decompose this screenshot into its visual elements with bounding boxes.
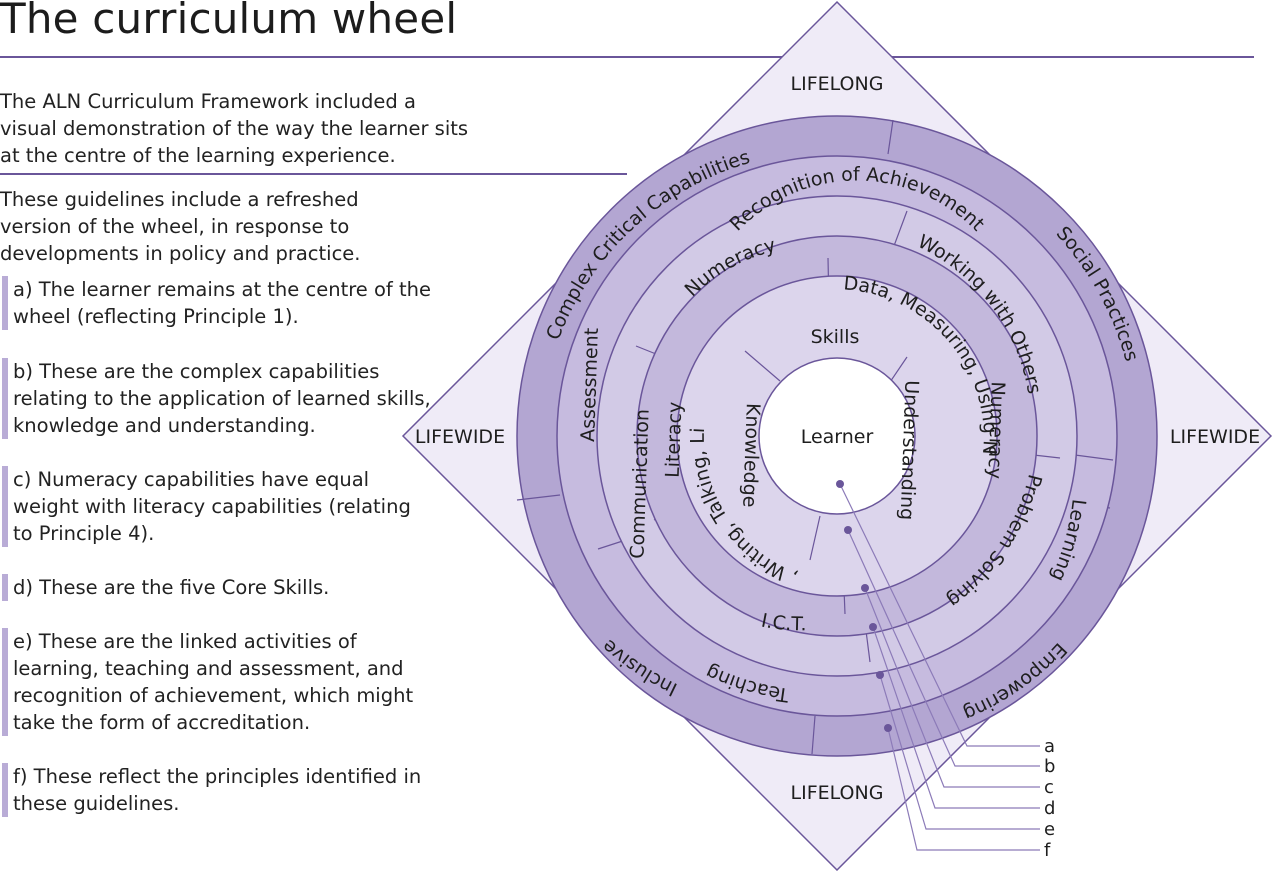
callout-dot-f [884, 724, 892, 732]
callout-label-c: c [1044, 777, 1054, 798]
note-d: d) These are the five Core Skills. [2, 574, 433, 601]
callout-dot-c [861, 584, 869, 592]
callout-dot-d [869, 623, 877, 631]
callout-dot-b [844, 526, 852, 534]
note-f: f) These reflect the principles identifi… [2, 763, 433, 817]
label-knowledge: Knowledge [738, 403, 764, 508]
leader-line-c [864, 587, 1040, 788]
leader-line-e [879, 674, 1040, 830]
label-assessment: Assessment [577, 327, 603, 442]
callout-label-b: b [1044, 756, 1055, 777]
page-title: The curriculum wheel [0, 0, 458, 43]
intro-rule [0, 173, 627, 175]
callout-label-d: d [1044, 798, 1055, 819]
intro-text: The ALN Curriculum Framework included a … [0, 90, 469, 167]
learner-circle [758, 357, 916, 515]
label-lifewide-left: LIFEWIDE [415, 426, 505, 448]
label-skills: Skills [811, 326, 860, 348]
callout-dot-a [836, 480, 844, 488]
leader-line-d [872, 626, 1040, 809]
title-rule [0, 56, 1254, 58]
callout-label-f: f [1044, 840, 1051, 861]
callout-label-e: e [1044, 819, 1055, 840]
guidelines-text: These guidelines include a refreshed ver… [0, 188, 361, 265]
label-literacy: Literacy [662, 401, 687, 478]
label-understanding: Understanding [896, 380, 923, 521]
note-a: a) The learner remains at the centre of … [2, 276, 433, 330]
label-lifelong-top: LIFELONG [791, 73, 884, 95]
label-communication: Communication [626, 409, 653, 559]
label-ict: I.C.T. [759, 610, 806, 636]
callout-dot-e [876, 671, 884, 679]
callout-label-a: a [1044, 736, 1055, 757]
leader-line-f [887, 727, 1040, 851]
label-learner: Learner [801, 426, 874, 448]
label-lifewide-right: LIFEWIDE [1170, 426, 1260, 448]
label-numeracy-right: Numeracy [983, 381, 1008, 479]
note-c: c) Numeracy capabilities have equal weig… [2, 466, 433, 547]
note-e: e) These are the linked activities of le… [2, 628, 433, 736]
leader-line-a [839, 483, 1040, 747]
label-lifelong-bottom: LIFELONG [791, 782, 884, 804]
note-b: b) These are the complex capabilities re… [2, 358, 433, 439]
leader-line-b [847, 529, 1040, 767]
